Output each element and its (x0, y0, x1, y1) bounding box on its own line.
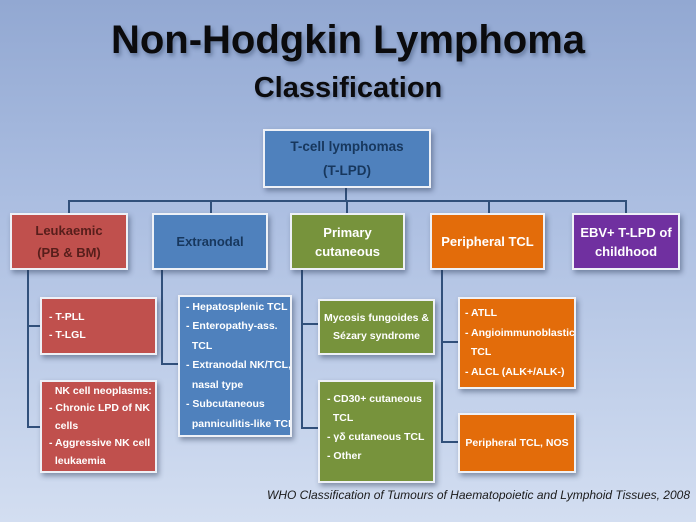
node-nk-cell-neoplasms: NK cell neoplasms: - Chronic LPD of NK c… (40, 380, 157, 473)
connector-drop-extranodal (210, 200, 212, 214)
node-extranodal-label: Extranodal (176, 233, 244, 249)
node-leukaemic: Leukaemic (PB & BM) (10, 213, 128, 270)
connector-leukaemic-branch1 (27, 325, 41, 327)
connector-drop-ebv (625, 200, 627, 214)
node-cd30-cutaneous: - CD30+ cutaneous TCL - γδ cutaneous TCL… (318, 380, 435, 483)
node-tpll-tlgl: - T-PLL - T-LGL (40, 297, 157, 355)
connector-extranodal-vertical (161, 270, 163, 365)
connector-leukaemic-branch2 (27, 426, 41, 428)
connector-drop-primary-cutaneous (346, 200, 348, 214)
citation-text: WHO Classification of Tumours of Haemato… (267, 488, 690, 502)
connector-drop-leukaemic (68, 200, 70, 214)
node-ebv-tlpd-label: EBV+ T-LPD of childhood (580, 224, 672, 259)
node-peripheral-tcl-label: Peripheral TCL (441, 233, 534, 249)
node-cd30-cutaneous-text: - CD30+ cutaneous TCL - γδ cutaneous TCL… (327, 393, 425, 462)
node-peripheral-tcl: Peripheral TCL (430, 213, 545, 270)
node-extranodal: Extranodal (152, 213, 268, 270)
node-nk-cell-neoplasms-text: NK cell neoplasms: - Chronic LPD of NK c… (49, 384, 152, 467)
node-leukaemic-label: Leukaemic (PB & BM) (35, 222, 103, 260)
connector-root-vertical (345, 188, 347, 202)
connector-peripheral-branch1 (441, 341, 459, 343)
node-mycosis-sezary: Mycosis fungoides & Sézary syndrome (318, 299, 435, 355)
node-root-label: T-cell lymphomas (T-LPD) (290, 138, 404, 178)
node-peripheral-tcl-nos-text: Peripheral TCL, NOS (465, 437, 569, 449)
page-subtitle: Classification (253, 72, 443, 104)
connector-leukaemic-vertical (27, 270, 29, 428)
connector-cutaneous-branch2 (301, 427, 319, 429)
connector-peripheral-branch2 (441, 441, 459, 443)
connector-cutaneous-branch1 (301, 323, 319, 325)
node-atll-group-text: - ATLL - Angioimmunoblastic TCL - ALCL (… (465, 307, 575, 378)
connector-cutaneous-vertical (301, 270, 303, 429)
page-title: Non-Hodgkin Lymphoma (110, 18, 586, 62)
connector-extranodal-branch (161, 363, 179, 365)
node-root-tcell-lymphomas: T-cell lymphomas (T-LPD) (263, 129, 431, 188)
node-primary-cutaneous-label: Primary cutaneous (314, 224, 380, 259)
node-peripheral-tcl-nos: Peripheral TCL, NOS (458, 413, 576, 473)
node-primary-cutaneous: Primary cutaneous (290, 213, 405, 270)
connector-peripheral-vertical (441, 270, 443, 443)
node-mycosis-sezary-text: Mycosis fungoides & Sézary syndrome (323, 312, 429, 342)
node-atll-group: - ATLL - Angioimmunoblastic TCL - ALCL (… (458, 297, 576, 389)
connector-drop-peripheral-tcl (488, 200, 490, 214)
node-extranodal-subtypes-text: - Hepatosplenic TCL - Enteropathy-ass. T… (186, 300, 292, 430)
node-tpll-tlgl-text: - T-PLL - T-LGL (49, 311, 86, 341)
node-ebv-tlpd: EBV+ T-LPD of childhood (572, 213, 680, 270)
node-extranodal-subtypes: - Hepatosplenic TCL - Enteropathy-ass. T… (178, 295, 292, 437)
